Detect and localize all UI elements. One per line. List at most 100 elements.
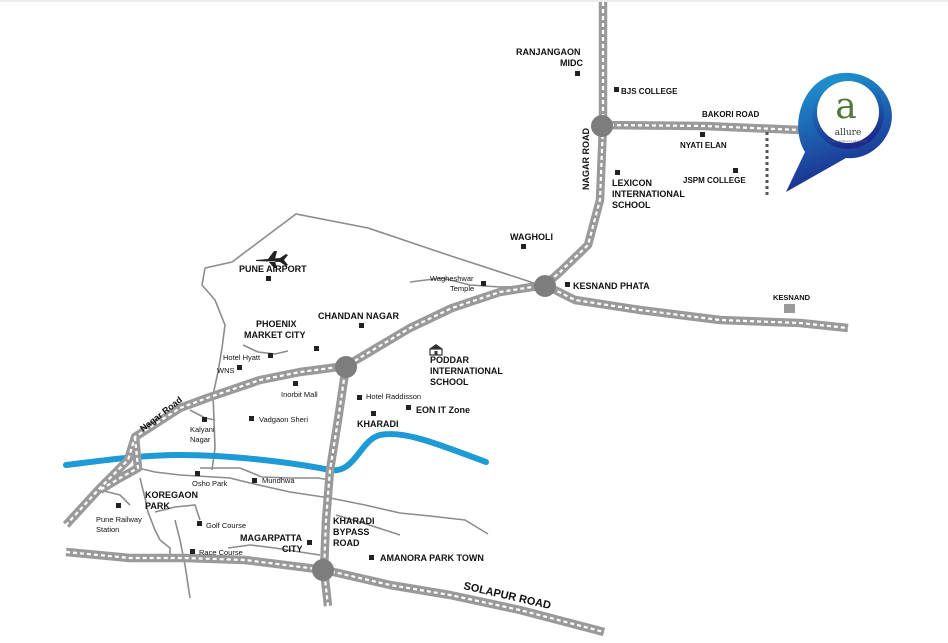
label-phoenix-2: MARKET CITY [244,330,306,340]
minor-road-koregaon [139,477,161,541]
label-wagholi: WAGHOLI [510,232,553,242]
marker-wagheshwar [481,281,486,286]
label-hotel-hyatt: Hotel Hyatt [223,353,261,362]
bakori-road-base [602,120,801,135]
minor-road-phoenix-west [242,344,289,355]
marker-wns [237,365,242,370]
junction-kharadi [335,356,357,378]
road-label-kharadi-bypass-1: KHARADI [333,516,375,526]
label-poddar-2: INTERNATIONAL [430,366,503,376]
label-lexicon-2: INTERNATIONAL [612,189,685,199]
label-eon-it-zone: EON IT Zone [416,405,470,415]
label-chandan-nagar: CHANDAN NAGAR [318,311,399,321]
marker-chandan-nagar [359,323,364,328]
marker-inorbit [293,381,298,386]
marker-kesnand [784,304,795,313]
label-wagheshwar-2: Temple [450,284,474,293]
label-osho-park: Osho Park [192,479,228,488]
marker-jspm-college [733,168,738,173]
airplane-icon [256,251,288,268]
minor-road-golf [154,504,201,521]
label-wns: WNS [217,366,235,375]
minor-road-mundhwa [200,467,331,481]
marker-raddisson [357,395,362,400]
minor-road-race-course [174,519,191,599]
kesnand-road-dash [544,284,849,330]
marker-kesnand-phata [565,282,570,287]
marker-mundhwa [252,478,257,483]
label-kesnand-phata: KESNAND PHATA [573,281,650,291]
marker-osho [195,471,200,476]
marker-bjs-college [614,87,619,92]
label-lexicon-1: LEXICON [612,178,652,188]
label-ranjangaon-2: MIDC [560,58,583,68]
minor-road-south-network [137,467,331,499]
marker-railway [116,503,121,508]
marker-nyati-elan [700,132,705,137]
minor-road-magarpatta [227,544,321,556]
marker-kharadi [371,411,376,416]
label-koregaon-2: PARK [145,501,170,511]
label-poddar-1: PODDAR [430,355,470,365]
label-railway-2: Station [96,525,119,534]
marker-ranjangaon [575,71,580,76]
marker-race [190,549,195,554]
marker-kalyani [202,417,207,422]
nagar-road-main-dash [65,283,546,526]
junction-magarpatta [312,559,334,581]
west-link-dash [99,436,140,491]
solapur-road-dash [65,550,605,634]
road-label-bakori: BAKORI ROAD [702,110,760,119]
marker-phoenix [314,346,319,351]
label-kalyani-2: Nagar [190,435,211,444]
nagar-road-north-base [542,2,608,289]
label-pune-airport: PUNE AIRPORT [239,264,307,274]
junction-bakori [591,115,613,137]
marker-eon [406,405,411,410]
minor-road-bypass-east [335,514,401,536]
marker-vadgaon [249,416,254,421]
marker-golf [197,521,202,526]
label-koregaon-1: KOREGAON [145,490,198,500]
label-amanora: AMANORA PARK TOWN [380,553,484,563]
label-phoenix-1: PHOENIX [256,319,297,329]
major-roads [62,2,849,637]
minor-roads [99,213,546,599]
junctions [312,115,613,581]
brand-letter: a [835,86,856,127]
brand-name: allure [835,128,862,138]
marker-magarpatta [307,540,312,545]
marker-amanora [369,555,374,560]
label-nyati-elan: NYATI ELAN [680,141,727,150]
kesnand-road-base [543,281,849,333]
school-building-icon [429,344,443,356]
solapur-road-base [65,547,606,637]
junction-kesnand-phata [534,275,556,297]
marker-pune-airport [266,276,271,281]
river [63,431,489,474]
label-golf-course: Golf Course [206,521,246,530]
road-label-nagar-north: NAGAR ROAD [581,128,591,190]
label-poddar-3: SCHOOL [430,377,469,387]
label-bjs-college: BJS COLLEGE [621,87,678,96]
label-magarpatta-2: CITY [282,544,303,554]
label-kesnand: KESNAND [773,293,811,302]
label-kharadi: KHARADI [357,419,399,429]
road-label-kharadi-bypass-2: BYPASS [333,527,369,537]
brand-tagline: a rich embrace of nature [829,139,866,143]
marker-wagholi [521,244,526,249]
label-jspm-college: JSPM COLLEGE [683,176,746,185]
label-wagheshwar-1: Wagheshwar [430,274,474,283]
label-ranjangaon-1: RANJANGAON [516,47,581,57]
label-race-course: Race Course [199,548,243,557]
location-pin-icon: a allure a rich embrace of nature [786,72,892,192]
label-lexicon-3: SCHOOL [612,200,651,210]
label-mundhwa: Mundhwa [262,476,295,485]
minor-road-kharadi-east [329,497,489,535]
minor-road-airport-loop [201,213,541,373]
label-inorbit-mall: Inorbit Mall [281,390,318,399]
nagar-road-main-base [62,280,546,528]
nagar-road-north-dash [544,2,605,286]
